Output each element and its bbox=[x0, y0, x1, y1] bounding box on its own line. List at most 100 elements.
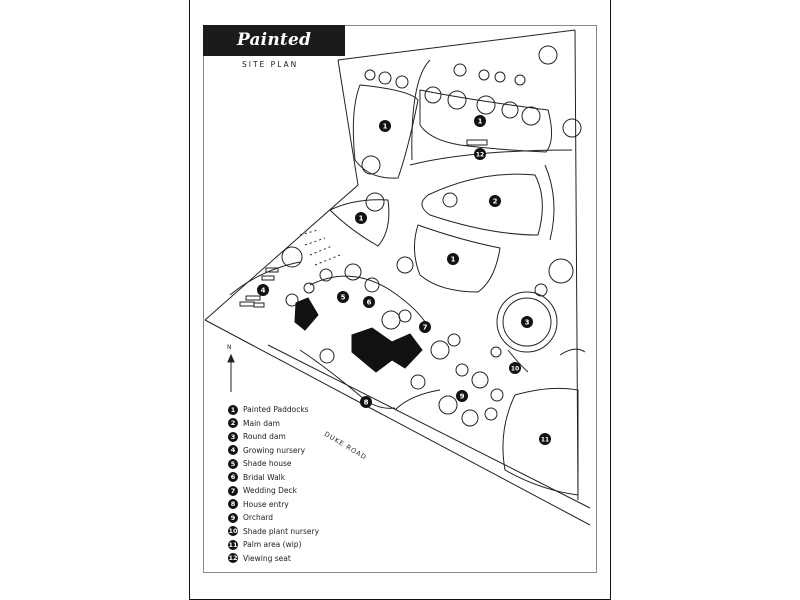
nursery-edge bbox=[229, 261, 301, 296]
trees bbox=[281, 45, 582, 427]
round-dam bbox=[496, 291, 558, 353]
north-arrow bbox=[227, 353, 235, 392]
map-marker-dot bbox=[447, 253, 459, 265]
map-marker-number: 10 bbox=[511, 366, 519, 373]
legend-item: 12 Viewing seat bbox=[228, 552, 319, 566]
map-marker: 3 bbox=[521, 316, 533, 328]
map-marker-number: 1 bbox=[451, 256, 456, 264]
legend-number-badge: 4 bbox=[228, 445, 238, 456]
legend-label: Growing nursery bbox=[243, 445, 306, 455]
paddock-1-w bbox=[329, 199, 390, 247]
legend-number-badge: 5 bbox=[228, 458, 238, 469]
legend-item: 4 Growing nursery bbox=[228, 444, 319, 458]
map-marker-dot bbox=[379, 120, 391, 132]
map-legend: 1 Painted Paddocks 2 Main dam 3 Round dam 4 Gro… bbox=[228, 403, 319, 565]
drive-curve bbox=[394, 389, 441, 411]
legend-number-badge: 3 bbox=[228, 431, 238, 442]
map-marker: 8 bbox=[360, 396, 372, 408]
walk-path-3 bbox=[411, 59, 431, 161]
legend-item: 1 Painted Paddocks bbox=[228, 403, 319, 417]
legend-label: House entry bbox=[243, 499, 289, 509]
paddock-1-c bbox=[414, 224, 501, 293]
map-marker-number: 9 bbox=[460, 393, 465, 401]
north-label: N bbox=[227, 344, 232, 351]
viewing-seat bbox=[466, 139, 488, 146]
boundary-west bbox=[204, 59, 359, 321]
map-marker: 4 bbox=[257, 284, 269, 296]
legend-number-badge: 7 bbox=[228, 485, 238, 496]
walk-path-1 bbox=[409, 149, 573, 166]
map-marker-dot bbox=[474, 148, 486, 160]
map-marker-number: 3 bbox=[525, 319, 530, 327]
paddock-1-n bbox=[419, 89, 552, 153]
map-marker-number: 1 bbox=[383, 123, 388, 131]
map-subtitle: SITE PLAN bbox=[242, 60, 299, 69]
parking-lines bbox=[299, 229, 341, 266]
map-marker-dot bbox=[539, 433, 551, 445]
map-marker-number: 4 bbox=[261, 287, 266, 295]
map-marker-dot bbox=[521, 316, 533, 328]
legend-item: 7 Wedding Deck bbox=[228, 484, 319, 498]
legend-item: 6 Bridal Walk bbox=[228, 471, 319, 485]
legend-number-badge: 1 bbox=[228, 404, 238, 415]
legend-item: 2 Main dam bbox=[228, 417, 319, 431]
legend-label: Orchard bbox=[243, 513, 274, 523]
round-dam-inner bbox=[502, 297, 552, 347]
legend-item: 5 Shade house bbox=[228, 457, 319, 471]
legend-number-badge: 10 bbox=[228, 526, 238, 537]
map-marker: 11 bbox=[539, 433, 551, 445]
map-marker-number: 8 bbox=[364, 399, 369, 407]
buildings bbox=[294, 297, 423, 373]
legend-number-badge: 2 bbox=[228, 418, 238, 429]
main-dam bbox=[421, 173, 543, 236]
map-marker-number: 7 bbox=[423, 324, 428, 332]
legend-label: Round dam bbox=[243, 432, 286, 442]
boundary-north bbox=[337, 29, 576, 61]
east-curve bbox=[559, 348, 586, 356]
map-marker-dot bbox=[337, 291, 349, 303]
map-title: Painted Paddocks bbox=[203, 25, 345, 81]
map-marker-dot bbox=[360, 396, 372, 408]
map-marker: 1 bbox=[474, 115, 486, 127]
map-marker: 1 bbox=[355, 212, 367, 224]
legend-number-badge: 9 bbox=[228, 512, 238, 523]
growing-nursery-beds bbox=[239, 267, 279, 308]
road-edge-outer bbox=[204, 319, 591, 526]
legend-label: Palm area (wip) bbox=[243, 540, 302, 550]
walk-path-2 bbox=[544, 164, 555, 241]
map-marker-number: 12 bbox=[476, 152, 484, 159]
legend-label: Wedding Deck bbox=[243, 486, 297, 496]
legend-number-badge: 6 bbox=[228, 472, 238, 483]
map-marker: 9 bbox=[456, 390, 468, 402]
palm-area bbox=[502, 387, 579, 496]
map-marker: 2 bbox=[489, 195, 501, 207]
legend-label: Painted Paddocks bbox=[243, 405, 309, 415]
shade-nursery-edge bbox=[507, 349, 529, 373]
map-marker-dot bbox=[456, 390, 468, 402]
map-marker: 5 bbox=[337, 291, 349, 303]
legend-label: Main dam bbox=[243, 418, 280, 428]
map-marker-number: 6 bbox=[367, 299, 372, 307]
map-marker-number: 1 bbox=[478, 118, 483, 126]
map-marker: 1 bbox=[447, 253, 459, 265]
map-marker-number: 2 bbox=[493, 198, 498, 206]
legend-item: 8 House entry bbox=[228, 498, 319, 512]
legend-label: Shade plant nursery bbox=[243, 526, 320, 536]
map-frame bbox=[203, 25, 597, 573]
map-marker: 7 bbox=[419, 321, 431, 333]
map-marker: 6 bbox=[363, 296, 375, 308]
road-edge-inner bbox=[267, 344, 591, 509]
map-marker: 1 bbox=[379, 120, 391, 132]
map-marker-number: 11 bbox=[541, 437, 549, 444]
map-marker-dot bbox=[489, 195, 501, 207]
legend-label: Bridal Walk bbox=[243, 472, 286, 482]
legend-number-badge: 8 bbox=[228, 499, 238, 510]
legend-label: Shade house bbox=[243, 459, 292, 469]
legend-number-badge: 12 bbox=[228, 553, 238, 564]
map-marker-dot bbox=[257, 284, 269, 296]
legend-label: Viewing seat bbox=[243, 553, 291, 563]
map-marker-dot bbox=[419, 321, 431, 333]
